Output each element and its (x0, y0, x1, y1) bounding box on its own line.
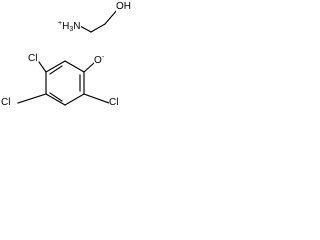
top-chlorine-label: Cl (28, 53, 38, 64)
hydroxyl-group-label: OH (116, 2, 131, 12)
phenoxide-oxygen-label: O (94, 55, 102, 66)
left-chlorine-bond (17, 93, 47, 104)
chemical-structure (17, 9, 118, 106)
ammonium-hydrogen-count: 3 (69, 26, 74, 33)
aromatic-inner-bond-top-left (49, 65, 63, 75)
positive-charge-label: + (58, 20, 63, 27)
phenoxide-o-bond (83, 62, 95, 73)
ammonium-group-label: +H3N (58, 20, 82, 33)
top-chlorine-bond (38, 61, 47, 73)
ring-bond-top-right (64, 60, 85, 73)
phenoxide-oxygen-group-label: O- (94, 54, 105, 66)
left-chlorine-label: Cl (1, 97, 11, 108)
c-o-bond (104, 9, 118, 25)
nitrogen-label: N (73, 21, 81, 32)
ammonium-hydrogen-label: H (62, 21, 70, 32)
negative-charge-label: - (101, 54, 105, 61)
ring-bond-top-left (45, 60, 66, 73)
ethanolammonium-bonds (79, 9, 118, 33)
aromatic-inner-bond-bottom-left (49, 92, 63, 102)
c-c-bond (90, 23, 106, 33)
right-chlorine-label: Cl (109, 97, 119, 108)
ring-bond-bottom-right (64, 93, 85, 106)
right-chlorine-bond (83, 93, 110, 104)
n-c-bond (79, 25, 92, 33)
ring-bond-bottom-left (45, 93, 66, 106)
phenoxide-ring-bonds (45, 60, 85, 106)
hydroxyl-label: OH (116, 1, 131, 12)
substituent-bonds (17, 61, 110, 104)
